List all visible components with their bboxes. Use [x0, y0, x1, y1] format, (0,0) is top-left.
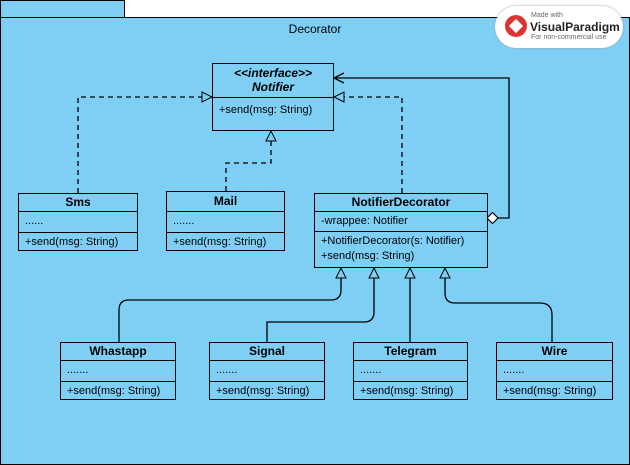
class-whastapp-operations: +send(msg: String) [61, 382, 175, 401]
operation: +send(msg: String) [503, 385, 597, 397]
attribute: ....... [503, 364, 525, 376]
class-whastapp[interactable]: Whastapp ....... +send(msg: String) [60, 342, 176, 400]
class-telegram[interactable]: Telegram ....... +send(msg: String) [353, 342, 468, 400]
operation: +send(msg: String) [173, 236, 267, 248]
operation: +send(msg: String) [67, 385, 161, 397]
class-wire[interactable]: Wire ....... +send(msg: String) [496, 342, 613, 400]
class-telegram-attributes: ....... [354, 361, 467, 382]
operation: +NotifierDecorator(s: Notifier) [321, 235, 465, 247]
class-mail[interactable]: Mail ....... +send(msg: String) [166, 191, 285, 251]
logo-note: For non-commercial use [531, 34, 607, 41]
class-signal-attributes: ....... [210, 361, 324, 382]
attribute: -wrappee: Notifier [321, 215, 408, 227]
attribute: ....... [67, 364, 89, 376]
class-wire-operations: +send(msg: String) [497, 382, 612, 401]
class-notifier-decorator-operations: +NotifierDecorator(s: Notifier) +send(ms… [315, 232, 487, 266]
class-whastapp-attributes: ....... [61, 361, 175, 382]
visual-paradigm-logo: Made with VisualParadigm For non-commerc… [495, 6, 623, 48]
wrappee-aggregation [334, 78, 510, 219]
class-wire-name: Wire [497, 343, 612, 361]
attribute: ....... [173, 215, 195, 227]
class-notifier-decorator[interactable]: NotifierDecorator -wrappee: Notifier +No… [314, 193, 488, 268]
logo-brand: VisualParadigm [530, 20, 620, 34]
operation: +send(msg: String) [216, 385, 310, 397]
class-sms-name: Sms [19, 194, 137, 212]
attribute: ....... [216, 364, 238, 376]
class-notifier-decorator-name: NotifierDecorator [315, 194, 487, 212]
operation: +send(msg: String) [321, 250, 415, 262]
class-signal-name: Signal [210, 343, 324, 361]
visual-paradigm-logo-icon [505, 15, 527, 37]
package-name: Decorator [288, 22, 342, 36]
aggregation-diamond [486, 211, 499, 225]
class-telegram-operations: +send(msg: String) [354, 382, 467, 401]
attribute: ....... [360, 364, 382, 376]
attribute: ...... [25, 215, 44, 227]
class-mail-attributes: ....... [167, 212, 284, 233]
class-notifier-name: Notifier [252, 80, 294, 94]
class-notifier-stereotype: <<interface>> [233, 66, 313, 80]
class-sms-attributes: ...... [19, 212, 137, 233]
operation: +send(msg: String) [219, 104, 313, 116]
class-signal[interactable]: Signal ....... +send(msg: String) [209, 342, 325, 400]
operation: +send(msg: String) [25, 236, 119, 248]
class-sms-operations: +send(msg: String) [19, 233, 137, 252]
class-telegram-name: Telegram [354, 343, 467, 361]
operation: +send(msg: String) [360, 385, 454, 397]
wire-inheritance [445, 268, 553, 342]
signal-inheritance [266, 268, 374, 342]
class-sms[interactable]: Sms ...... +send(msg: String) [18, 193, 138, 251]
class-signal-operations: +send(msg: String) [210, 382, 324, 401]
class-notifier-header: <<interface>> Notifier [213, 64, 333, 98]
class-wire-attributes: ....... [497, 361, 612, 382]
class-mail-name: Mail [167, 192, 284, 212]
class-notifier[interactable]: <<interface>> Notifier +send(msg: String… [212, 63, 334, 131]
mail-realization [225, 131, 271, 191]
logo-made-with: Made with [531, 12, 563, 19]
class-whastapp-name: Whastapp [61, 343, 175, 361]
class-notifier-decorator-attributes: -wrappee: Notifier [315, 212, 487, 232]
whastapp-inheritance [118, 268, 341, 342]
class-mail-operations: +send(msg: String) [167, 233, 284, 252]
decorator-realization [334, 97, 403, 193]
class-notifier-operations: +send(msg: String) [213, 98, 333, 120]
sms-realization [77, 97, 212, 193]
